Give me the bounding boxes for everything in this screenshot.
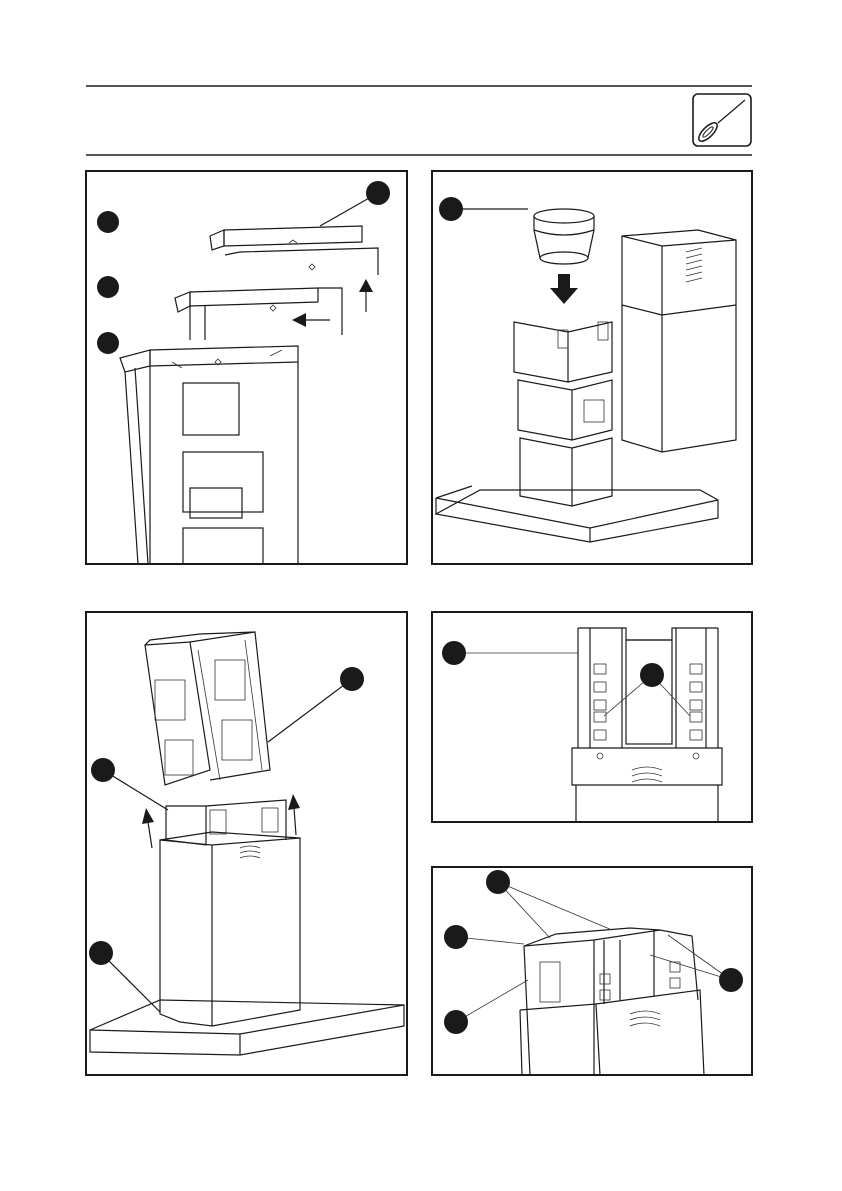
callout-marker bbox=[97, 332, 119, 354]
figure-bracket-screw-detail bbox=[432, 612, 752, 822]
callout-marker bbox=[444, 1010, 468, 1034]
callout-marker bbox=[91, 758, 115, 782]
figure-chimney-top-detail bbox=[432, 867, 752, 1075]
callout-marker bbox=[486, 870, 510, 894]
callout-marker bbox=[89, 941, 113, 965]
screwdriver-icon bbox=[693, 94, 751, 146]
callout-marker bbox=[97, 211, 119, 233]
callout-marker bbox=[340, 667, 364, 691]
callout-marker bbox=[439, 197, 463, 221]
figure-inner-chimney-lift bbox=[86, 612, 407, 1075]
header bbox=[86, 86, 752, 155]
callout-marker bbox=[444, 925, 468, 949]
callout-marker bbox=[640, 663, 664, 687]
figure-duct-adapter-chimney bbox=[432, 171, 752, 564]
callout-marker bbox=[366, 181, 390, 205]
callout-marker bbox=[97, 276, 119, 298]
callout-marker bbox=[719, 968, 743, 992]
figure-bracket-assembly bbox=[86, 171, 407, 564]
callout-marker bbox=[442, 641, 466, 665]
